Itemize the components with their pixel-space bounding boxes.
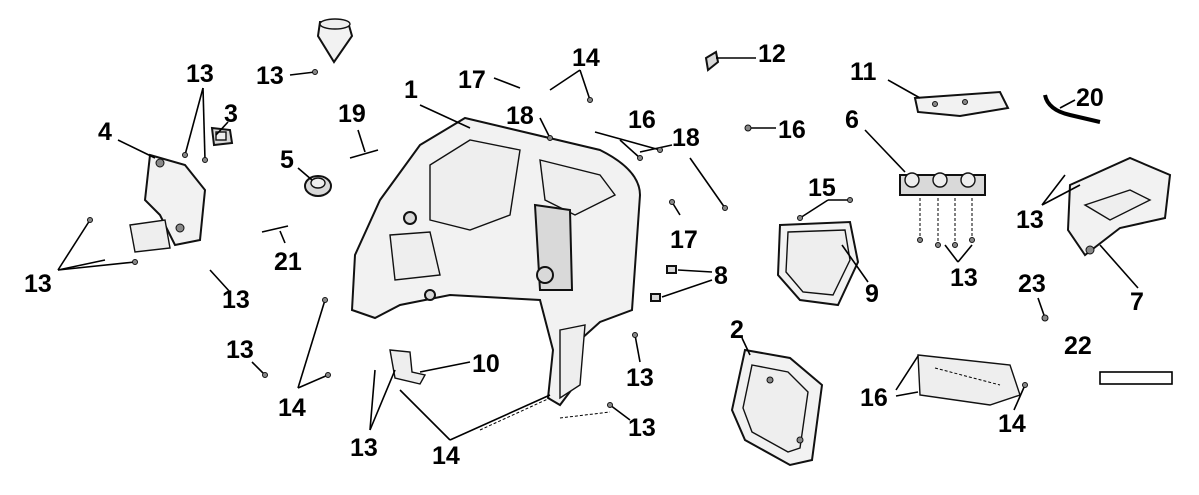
callout-16: 16	[860, 384, 888, 412]
callout-4: 4	[98, 118, 112, 146]
callout-14: 14	[432, 442, 460, 470]
callout-22: 22	[1064, 332, 1092, 360]
callout-14: 14	[998, 410, 1026, 438]
callout-16: 16	[778, 116, 806, 144]
callout-9: 9	[865, 280, 879, 308]
top-lamp-part	[316, 18, 354, 64]
part-12-screw	[704, 50, 720, 72]
part-10-small-bracket	[389, 349, 427, 385]
callout-13: 13	[1016, 206, 1044, 234]
part-20-wire	[1043, 94, 1101, 124]
callout-14: 14	[572, 44, 600, 72]
callout-18: 18	[506, 102, 534, 130]
callout-18: 18	[672, 124, 700, 152]
part-6-hinge-bracket	[899, 172, 986, 245]
callout-2: 2	[730, 316, 744, 344]
part-22-strip	[1099, 371, 1173, 385]
part-9-cover-panel	[776, 220, 860, 307]
callout-14: 14	[278, 394, 306, 422]
callout-17: 17	[670, 226, 698, 254]
callout-13: 13	[950, 264, 978, 292]
callout-23: 23	[1018, 270, 1046, 298]
callout-13: 13	[24, 270, 52, 298]
callout-12: 12	[758, 40, 786, 68]
callout-13: 13	[628, 414, 656, 442]
callout-13: 13	[626, 364, 654, 392]
bottom-right-bracket	[917, 354, 1021, 406]
part-8-grommets	[650, 265, 677, 302]
callout-10: 10	[472, 350, 500, 378]
callout-11: 11	[850, 58, 877, 86]
callout-20: 20	[1076, 84, 1104, 112]
part-5-knob	[304, 175, 332, 197]
callout-13: 13	[350, 434, 378, 462]
callout-16: 16	[628, 106, 656, 134]
callout-13: 13	[186, 60, 214, 88]
callout-13: 13	[256, 62, 284, 90]
callout-1: 1	[404, 76, 418, 104]
callout-21: 21	[274, 248, 302, 276]
callout-6: 6	[845, 106, 859, 134]
part-4-side-bracket	[129, 153, 207, 253]
part-11-handle	[913, 90, 1010, 118]
part-2-lid-frame	[730, 348, 824, 467]
callout-8: 8	[714, 262, 728, 290]
callout-labels: 1 2 3 4 5 6 7 8 9 10 11 12 13 13 13 13 1…	[24, 40, 1144, 470]
callout-19: 19	[338, 100, 366, 128]
part-3-latch	[210, 126, 234, 147]
callout-15: 15	[808, 174, 836, 202]
fasteners	[87, 69, 1049, 408]
callout-13: 13	[222, 286, 250, 314]
callout-7: 7	[1130, 288, 1144, 316]
leader-lines	[57, 57, 1139, 441]
callout-5: 5	[280, 146, 294, 174]
callout-13: 13	[226, 336, 254, 364]
part-7-rear-box	[1066, 156, 1172, 257]
callout-17: 17	[458, 66, 486, 94]
part-1-front-panel	[350, 116, 642, 407]
callout-3: 3	[224, 100, 238, 128]
